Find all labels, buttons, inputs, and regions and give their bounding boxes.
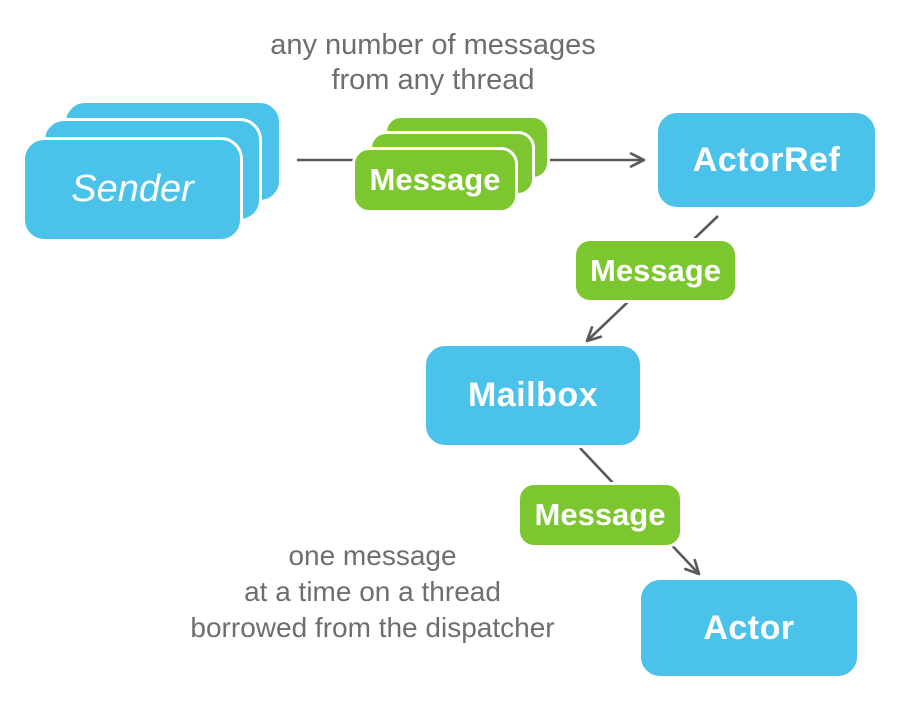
- note-line: from any thread: [331, 64, 535, 96]
- note-line: at a time on a thread: [244, 576, 501, 607]
- message-to-actor-node: Message: [517, 482, 683, 548]
- actorref-label: ActorRef: [692, 140, 841, 179]
- note-line: one message: [288, 540, 457, 571]
- actorref-node: ActorRef: [655, 110, 878, 210]
- mailbox-label: Mailbox: [467, 376, 599, 414]
- message-label: Message: [590, 252, 721, 288]
- sender-node: Sender: [22, 137, 243, 242]
- actor-node: Actor: [638, 577, 860, 679]
- message-label: Message: [534, 497, 666, 532]
- note-any-number-of-messages: any number of messages from any thread: [238, 28, 628, 98]
- note-line: any number of messages: [270, 29, 596, 61]
- actor-label: Actor: [703, 608, 795, 647]
- note-one-message-at-a-time: one message at a time on a thread borrow…: [150, 538, 595, 646]
- note-line: borrowed from the dispatcher: [190, 612, 555, 643]
- message-to-mailbox-node: Message: [573, 238, 738, 303]
- message-stack-node: Message: [352, 147, 518, 213]
- sender-label: Sender: [71, 168, 194, 210]
- message-label: Message: [369, 162, 501, 197]
- mailbox-node: Mailbox: [423, 343, 643, 448]
